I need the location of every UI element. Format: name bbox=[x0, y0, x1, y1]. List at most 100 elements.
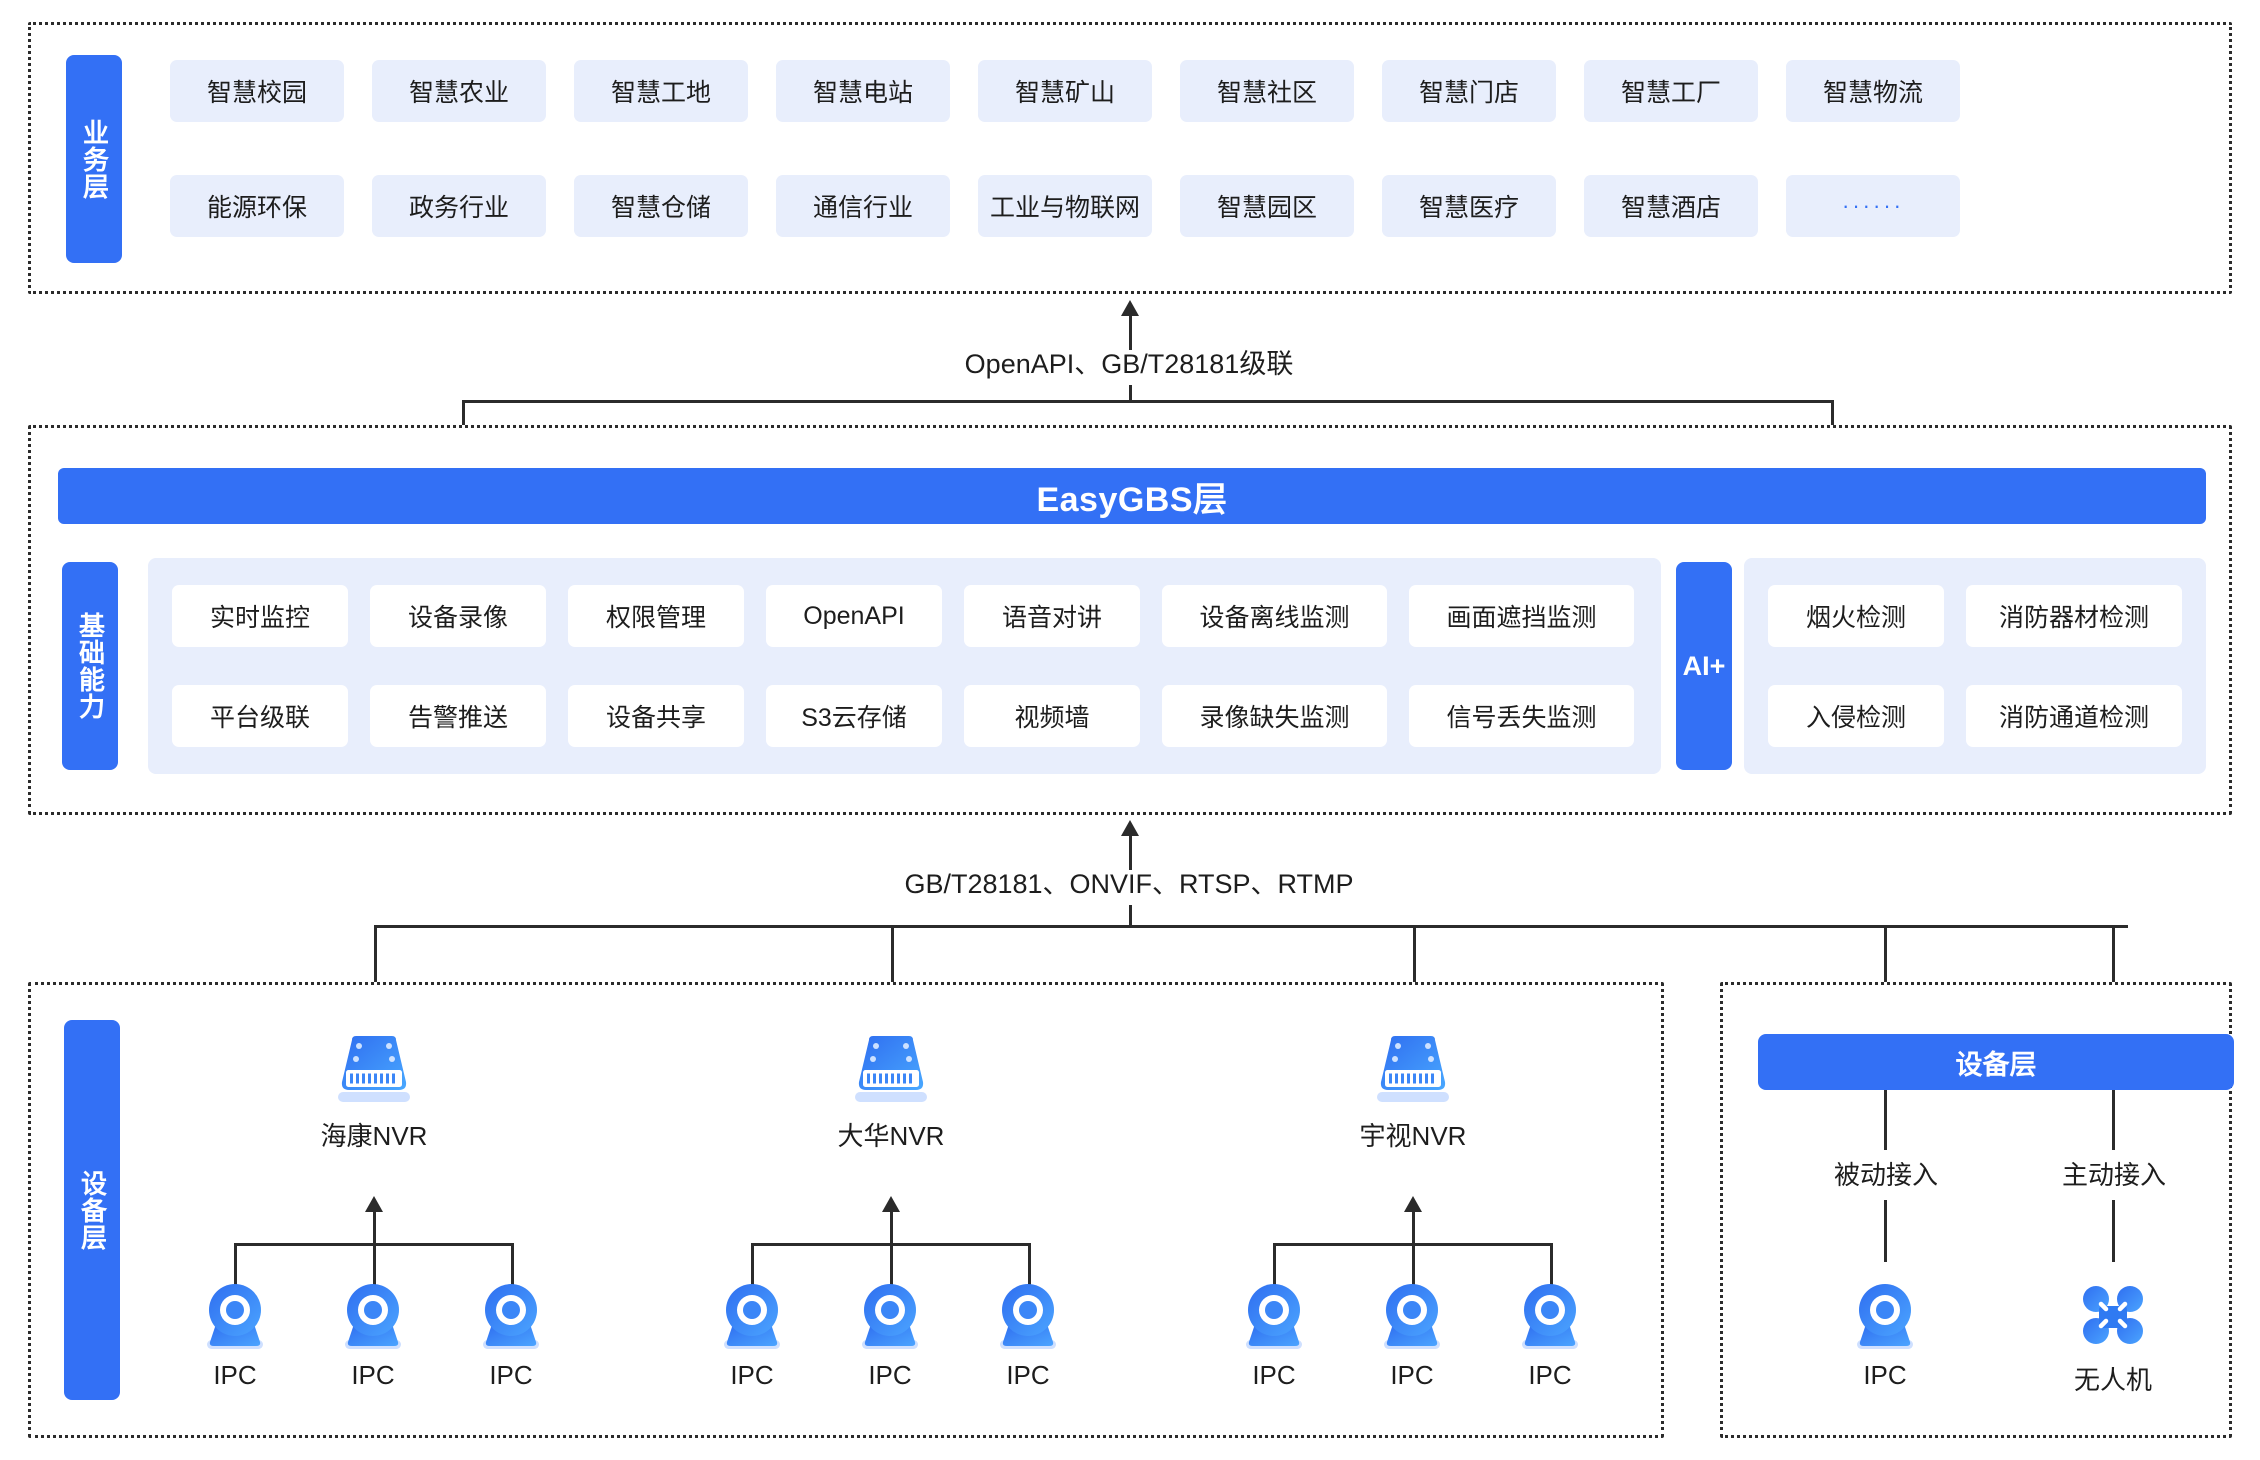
ipc-camera-icon bbox=[1522, 1284, 1578, 1349]
capability-chip[interactable]: 语音对讲 bbox=[964, 585, 1140, 647]
business-layer-tab-label: 业务层 bbox=[79, 118, 110, 200]
nvr1-camera-drop-1 bbox=[234, 1243, 237, 1285]
nvr3-uplink-stem bbox=[1411, 1210, 1415, 1245]
nvr2-uplink-arrowhead bbox=[882, 1196, 900, 1212]
business-chip[interactable]: 智慧电站 bbox=[776, 60, 950, 122]
business-chip[interactable]: 智慧农业 bbox=[372, 60, 546, 122]
bottom-connector-stem-upper bbox=[1128, 834, 1132, 870]
business-chip[interactable]: 智慧校园 bbox=[170, 60, 344, 122]
bottom-connector-bus bbox=[374, 925, 2128, 928]
capability-chip[interactable]: 录像缺失监测 bbox=[1162, 685, 1387, 747]
business-chip[interactable]: 智慧物流 bbox=[1786, 60, 1960, 122]
nvr-label: 大华NVR bbox=[837, 1121, 945, 1151]
right-branch-passive-line-top bbox=[1884, 1090, 1887, 1150]
capability-chip[interactable]: OpenAPI bbox=[766, 585, 942, 647]
ipc-node[interactable]: IPC bbox=[324, 1280, 422, 1391]
capability-chip[interactable]: S3云存储 bbox=[766, 685, 942, 747]
nvr3-camera-drop-3 bbox=[1550, 1243, 1553, 1285]
business-chip[interactable]: 智慧社区 bbox=[1180, 60, 1354, 122]
business-chip[interactable]: 通信行业 bbox=[776, 175, 950, 237]
bottom-connector-arrowhead bbox=[1121, 820, 1139, 836]
bottom-connector-drop-right-panel-a bbox=[1884, 925, 1887, 1035]
nvr-label: 宇视NVR bbox=[1359, 1121, 1467, 1151]
nvr-node[interactable]: 海康NVR bbox=[314, 1030, 434, 1153]
ipc-label: IPC bbox=[213, 1360, 257, 1390]
ipc-node[interactable]: IPC bbox=[1225, 1280, 1323, 1391]
business-chip[interactable]: 智慧矿山 bbox=[978, 60, 1152, 122]
ipc-label: IPC bbox=[868, 1360, 912, 1390]
ai-capability-chip[interactable]: 烟火检测 bbox=[1768, 585, 1944, 647]
ai-capability-chip[interactable]: 入侵检测 bbox=[1768, 685, 1944, 747]
capability-chip[interactable]: 告警推送 bbox=[370, 685, 546, 747]
nvr-icon bbox=[855, 1036, 927, 1102]
ipc-label: IPC bbox=[1390, 1360, 1434, 1390]
ipc-node[interactable]: IPC bbox=[1501, 1280, 1599, 1391]
capability-chip[interactable]: 画面遮挡监测 bbox=[1409, 585, 1634, 647]
capability-chip[interactable]: 设备录像 bbox=[370, 585, 546, 647]
nvr-node[interactable]: 宇视NVR bbox=[1353, 1030, 1473, 1153]
ipc-camera-icon bbox=[1246, 1284, 1302, 1349]
business-chip[interactable]: 智慧工地 bbox=[574, 60, 748, 122]
ipc-node[interactable]: IPC bbox=[186, 1280, 284, 1391]
nvr-node[interactable]: 大华NVR bbox=[831, 1030, 951, 1153]
ipc-node[interactable]: IPC bbox=[1363, 1280, 1461, 1391]
ipc-node[interactable]: IPC bbox=[1836, 1280, 1934, 1391]
ai-capabilities-row-2: 入侵检测 消防通道检测 bbox=[1768, 685, 2182, 747]
capability-chip[interactable]: 视频墙 bbox=[964, 685, 1140, 747]
ipc-label: IPC bbox=[351, 1360, 395, 1390]
nvr1-camera-drop-2 bbox=[372, 1243, 376, 1285]
ipc-camera-icon bbox=[862, 1284, 918, 1349]
capability-chip[interactable]: 设备离线监测 bbox=[1162, 585, 1387, 647]
nvr-icon bbox=[1377, 1036, 1449, 1102]
business-chip[interactable]: 智慧门店 bbox=[1382, 60, 1556, 122]
bottom-connector-label: GB/T28181、ONVIF、RTSP、RTMP bbox=[904, 869, 1354, 899]
business-chip-more[interactable]: ······ bbox=[1786, 175, 1960, 237]
capabilities-row-1: 实时监控 设备录像 权限管理 OpenAPI 语音对讲 设备离线监测 画面遮挡监… bbox=[172, 585, 1634, 647]
ipc-node[interactable]: IPC bbox=[979, 1280, 1077, 1391]
nvr2-camera-drop-2 bbox=[889, 1243, 893, 1285]
business-chip[interactable]: 智慧园区 bbox=[1180, 175, 1354, 237]
device-layer-right-header: 设备层 bbox=[1758, 1034, 2234, 1090]
capability-chip[interactable]: 平台级联 bbox=[172, 685, 348, 747]
bottom-connector-drop-nvr3 bbox=[1413, 925, 1416, 1025]
right-branch-passive-line-bottom bbox=[1884, 1200, 1887, 1262]
drone-label: 无人机 bbox=[2073, 1365, 2152, 1395]
business-chip[interactable]: 智慧酒店 bbox=[1584, 175, 1758, 237]
right-branch-active-line-top bbox=[2112, 1090, 2115, 1150]
ipc-camera-icon bbox=[724, 1284, 780, 1349]
ai-capability-chip[interactable]: 消防通道检测 bbox=[1966, 685, 2182, 747]
top-connector-stem-lower bbox=[1128, 385, 1132, 402]
top-connector-stem-upper bbox=[1128, 314, 1132, 350]
business-layer-row-2: 能源环保 政务行业 智慧仓储 通信行业 工业与物联网 智慧园区 智慧医疗 智慧酒… bbox=[170, 175, 2200, 237]
ipc-label: IPC bbox=[1863, 1360, 1907, 1390]
ai-plus-tab: AI+ bbox=[1676, 562, 1732, 770]
platform-capability-tab-label: 基础能力 bbox=[75, 612, 106, 720]
right-branch-active-line-bottom bbox=[2112, 1200, 2115, 1262]
nvr-icon bbox=[338, 1036, 410, 1102]
business-chip[interactable]: 政务行业 bbox=[372, 175, 546, 237]
business-chip[interactable]: 智慧医疗 bbox=[1382, 175, 1556, 237]
ipc-camera-icon bbox=[1000, 1284, 1056, 1349]
capabilities-row-2: 平台级联 告警推送 设备共享 S3云存储 视频墙 录像缺失监测 信号丢失监测 bbox=[172, 685, 1634, 747]
ipc-node[interactable]: IPC bbox=[462, 1280, 560, 1391]
ipc-node[interactable]: IPC bbox=[841, 1280, 939, 1391]
nvr1-uplink-arrowhead bbox=[365, 1196, 383, 1212]
capability-chip[interactable]: 信号丢失监测 bbox=[1409, 685, 1634, 747]
nvr3-uplink-arrowhead bbox=[1404, 1196, 1422, 1212]
business-layer-tab: 业务层 bbox=[66, 55, 122, 263]
easygbs-bar[interactable]: EasyGBS层 bbox=[58, 468, 2206, 524]
capability-chip[interactable]: 实时监控 bbox=[172, 585, 348, 647]
ipc-node[interactable]: IPC bbox=[703, 1280, 801, 1391]
bottom-connector-drop-nvr1 bbox=[374, 925, 377, 1025]
ai-capability-chip[interactable]: 消防器材检测 bbox=[1966, 585, 2182, 647]
capability-chip[interactable]: 权限管理 bbox=[568, 585, 744, 647]
capability-chip[interactable]: 设备共享 bbox=[568, 685, 744, 747]
business-chip[interactable]: 智慧工厂 bbox=[1584, 60, 1758, 122]
ipc-label: IPC bbox=[1252, 1360, 1296, 1390]
ipc-camera-icon bbox=[1384, 1284, 1440, 1349]
business-chip[interactable]: 能源环保 bbox=[170, 175, 344, 237]
drone-node[interactable]: 无人机 bbox=[2064, 1280, 2162, 1397]
business-chip[interactable]: 智慧仓储 bbox=[574, 175, 748, 237]
ipc-label: IPC bbox=[1006, 1360, 1050, 1390]
business-chip[interactable]: 工业与物联网 bbox=[978, 175, 1152, 237]
